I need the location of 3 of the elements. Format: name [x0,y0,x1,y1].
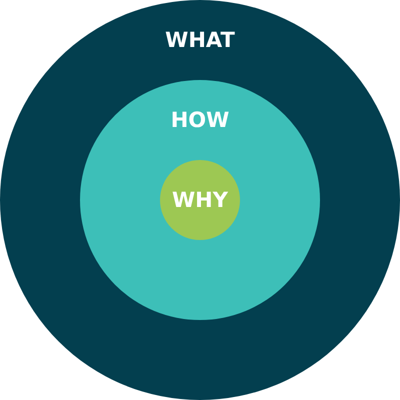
circle-label: WHY [172,187,228,213]
circle-label: WHAT [165,27,235,53]
circle-label: HOW [170,107,230,133]
